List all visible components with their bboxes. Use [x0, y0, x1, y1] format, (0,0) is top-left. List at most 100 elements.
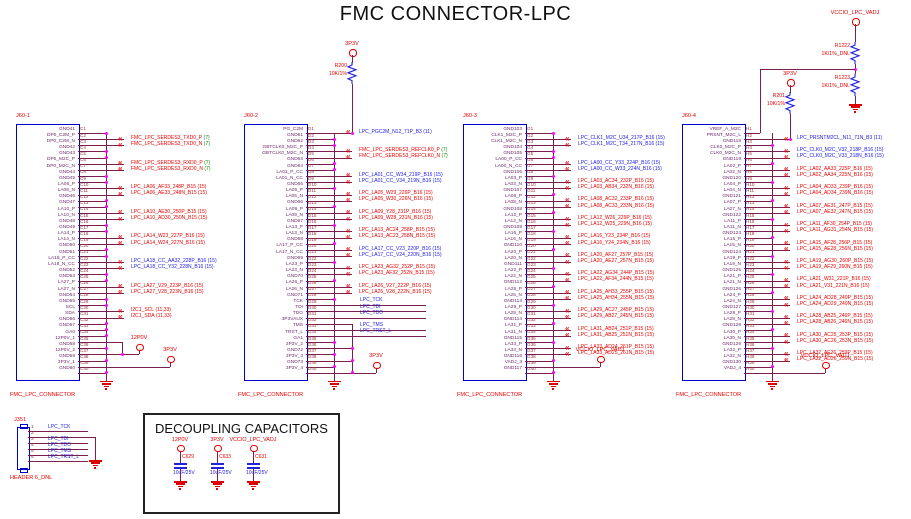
pin-number: D21 — [308, 249, 317, 255]
pin-name: GND56 — [59, 317, 75, 323]
pin-wire — [744, 280, 790, 282]
pin-wire — [78, 157, 106, 159]
junction-dot — [332, 137, 336, 141]
pin-name: GND113 — [503, 298, 522, 304]
pin-name: LA09_N — [285, 212, 303, 218]
ground-symbol — [246, 481, 260, 483]
pin-number: H9 — [746, 175, 752, 181]
junction-dot — [551, 174, 555, 178]
pin-wire — [306, 139, 334, 141]
pin-name: LA21_N — [723, 280, 741, 286]
pin-name: GND64 — [287, 163, 303, 169]
pin-name: SDA — [65, 311, 75, 317]
signal-net-name: LPC_LA09_W28_231N_B16 — [359, 214, 423, 221]
pin-wire — [78, 206, 106, 208]
signal-net-name: LPC_LA16_Y24_234N_B16 — [578, 239, 641, 246]
pin-wire — [306, 286, 352, 288]
pin-name: LA12_N — [504, 218, 522, 224]
pin-wire — [744, 342, 790, 344]
pin-name: LA10_P — [57, 206, 75, 212]
netflag-arrow-icon: « — [565, 158, 570, 168]
signal-net-label: LPC_LA09_W28_231N_B16 (15) — [359, 214, 433, 221]
wire — [376, 367, 377, 373]
wire — [180, 469, 181, 481]
wire — [95, 437, 96, 460]
pin-wire — [744, 194, 790, 196]
header-part-label: HEADER 6_DNL — [10, 475, 53, 481]
pin-wire — [525, 188, 571, 190]
netflag-arrow-icon: « — [565, 238, 570, 248]
netflag-arrow-icon: « — [346, 281, 351, 291]
pin-name: LA19_N — [723, 261, 741, 267]
netflag-arrow-icon: « — [118, 305, 123, 315]
netflag-arrow-icon: « — [565, 256, 570, 266]
pin-name: LA06_N — [57, 188, 75, 194]
pin-wire — [306, 212, 352, 214]
pin-number: C33 — [80, 323, 89, 329]
pin-wire — [744, 231, 790, 233]
pin-number: H38 — [746, 353, 755, 359]
pin-number: G29 — [527, 298, 536, 304]
pin-name: GND60 — [59, 366, 75, 372]
pin-number: C8 — [80, 169, 86, 175]
junction-dot — [104, 322, 108, 326]
signal-net-label: LPC_LA01_CC_W34_219P_B16 (15) — [359, 171, 443, 178]
power-terminal — [373, 362, 381, 370]
pin-name: GND55 — [59, 298, 75, 304]
pin-wire — [744, 299, 790, 301]
netflag-arrow-icon: « — [565, 348, 570, 358]
pin-name: 3P3VAUX — [281, 317, 303, 323]
signal-page-ref: (15) — [432, 171, 443, 178]
signal-net-name: LPC_LA11_AG31_254N_B15 — [797, 227, 863, 234]
pin-number: C13 — [80, 200, 89, 206]
pin-wire — [525, 133, 553, 134]
pin-name: CLK0_M2C_P — [710, 145, 741, 151]
netflag-arrow-icon: « — [784, 262, 789, 272]
pin-wire — [306, 151, 352, 153]
netflag-arrow-icon: « — [565, 195, 570, 205]
pin-name: LA18_N_CC — [48, 261, 75, 267]
junction-dot — [770, 162, 774, 166]
pin-number: H22 — [746, 255, 755, 261]
netflag-arrow-icon: « — [346, 262, 351, 272]
signal-net-name: LPC_LA02_AA34_225N_B16 — [797, 171, 863, 178]
signal-net-name: LPC_LA28_AB25_246P_B15 — [797, 313, 863, 320]
junction-dot — [332, 340, 336, 344]
pin-name: LA14_N — [57, 237, 75, 243]
netflag-arrow-icon: « — [784, 170, 789, 180]
signal-page-ref: (15) — [196, 184, 207, 191]
signal-page-ref: (15) — [862, 239, 873, 246]
pin-number: H17 — [746, 224, 755, 230]
signal-net-name: LPC_LA32_AE26_259P_B15 — [797, 350, 863, 357]
signal-net-name: FMC_LPC_SERDES3_TXD0_N — [131, 141, 203, 148]
pin-number: H23 — [746, 261, 755, 267]
pin-wire — [78, 354, 139, 356]
pin-wire — [744, 305, 790, 307]
pin-number: C29 — [80, 298, 89, 304]
pin-number: D23 — [308, 261, 317, 267]
pin-wire — [525, 335, 571, 337]
ground-symbol — [214, 485, 220, 488]
pin-name: LA24_P — [723, 292, 741, 298]
pin-name: LA22_N — [504, 274, 522, 280]
signal-net-label: I2C1_SDA (11,33) — [131, 314, 172, 319]
netflag-arrow-icon: « — [118, 188, 123, 198]
pin-name: 3P3V_1 — [57, 360, 75, 366]
pin-number: C35 — [80, 335, 89, 341]
pin-wire — [525, 249, 553, 251]
pin-number: H34 — [746, 329, 755, 335]
pin-name: LA14_P — [57, 231, 75, 237]
pin-wire — [78, 200, 106, 202]
signal-net-name: LPC_CLK0_M2C_V33_218N_B16 — [797, 153, 874, 160]
pin-name: LA27_P — [57, 280, 75, 286]
pin-number: G37 — [527, 347, 536, 353]
resistor-symbol — [849, 42, 861, 64]
pin-wire — [744, 225, 790, 227]
signal-page-ref: (15) — [861, 221, 872, 228]
pin-name: GND106 — [503, 169, 522, 175]
pin-number: H12 — [746, 194, 755, 200]
pin-number: C27 — [80, 286, 89, 292]
pin-name: GND128 — [722, 323, 741, 329]
pin-number: C39 — [80, 360, 89, 366]
junction-dot — [104, 272, 108, 276]
